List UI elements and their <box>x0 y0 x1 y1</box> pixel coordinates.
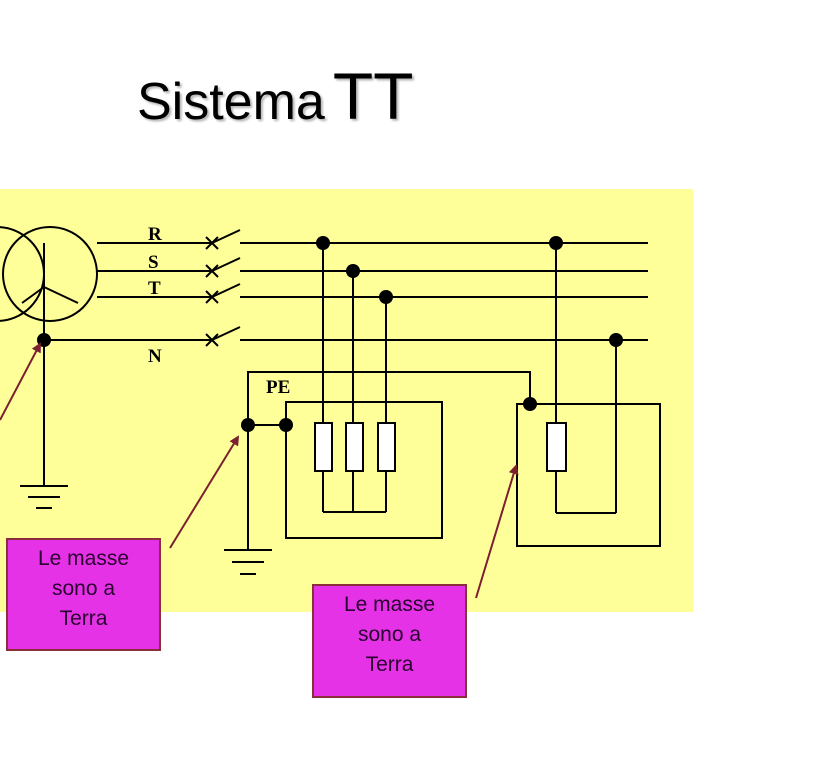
three-phase-load <box>285 243 443 539</box>
callout-1-line-3: Terra <box>59 607 108 630</box>
arrow-to-neutral <box>0 342 41 421</box>
label-r: R <box>148 224 162 245</box>
title-word-sistema: Sistema <box>137 73 325 131</box>
resistor-t <box>377 422 396 472</box>
arrow-to-load-2 <box>475 464 519 599</box>
single-phase-load <box>516 243 661 547</box>
callout-arrows <box>0 342 519 599</box>
circuit-breakers <box>205 229 241 347</box>
junction-dots <box>37 236 623 432</box>
callout-masses-grounded-1: Le masse sono a Terra <box>6 538 161 651</box>
callout-1-line-2: sono a <box>51 577 116 600</box>
arrow-to-pe-ground <box>169 435 240 549</box>
neutral-earth-system <box>20 287 68 509</box>
label-s: S <box>148 252 159 273</box>
label-n: N <box>148 346 162 367</box>
resistor-s <box>345 422 364 472</box>
title-word-tt: TT <box>332 59 414 133</box>
callout-1-line-1: Le masse <box>37 547 130 570</box>
transformer-symbol <box>0 226 98 322</box>
callout-2-line-3: Terra <box>365 653 414 676</box>
callout-2-line-1: Le masse <box>343 593 436 616</box>
resistor-single <box>546 422 567 472</box>
label-t: T <box>148 278 161 299</box>
resistor-r <box>314 422 333 472</box>
callout-masses-grounded-2: Le masse sono a Terra <box>312 584 467 698</box>
callout-2-line-2: sono a <box>357 623 422 646</box>
phase-lines <box>44 242 648 341</box>
label-pe: PE <box>266 377 290 398</box>
load-1-enclosure <box>285 401 443 539</box>
